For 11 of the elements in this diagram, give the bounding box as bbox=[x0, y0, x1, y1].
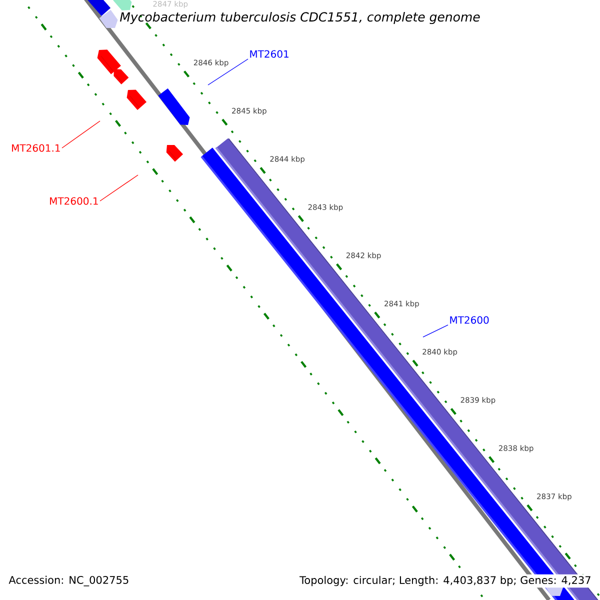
leader-line bbox=[208, 58, 248, 86]
gene-label: MT2601.1 bbox=[12, 144, 60, 152]
leader-line bbox=[100, 174, 138, 202]
footer-text: Topology: circular; Length: 4,403,837 bp; Genes: 4,237 bbox=[298, 574, 593, 588]
gene-label: MT2600.1 bbox=[50, 197, 98, 205]
title: Mycobacterium tuberculosis CDC1551, complete genome bbox=[120, 12, 480, 24]
leader-line bbox=[62, 120, 100, 148]
leader-line bbox=[422, 324, 448, 338]
gene-label: MT2601 bbox=[250, 50, 288, 58]
footer-text: Accession: NC_002755 bbox=[7, 574, 131, 588]
gene-label: MT2600 bbox=[450, 316, 489, 324]
